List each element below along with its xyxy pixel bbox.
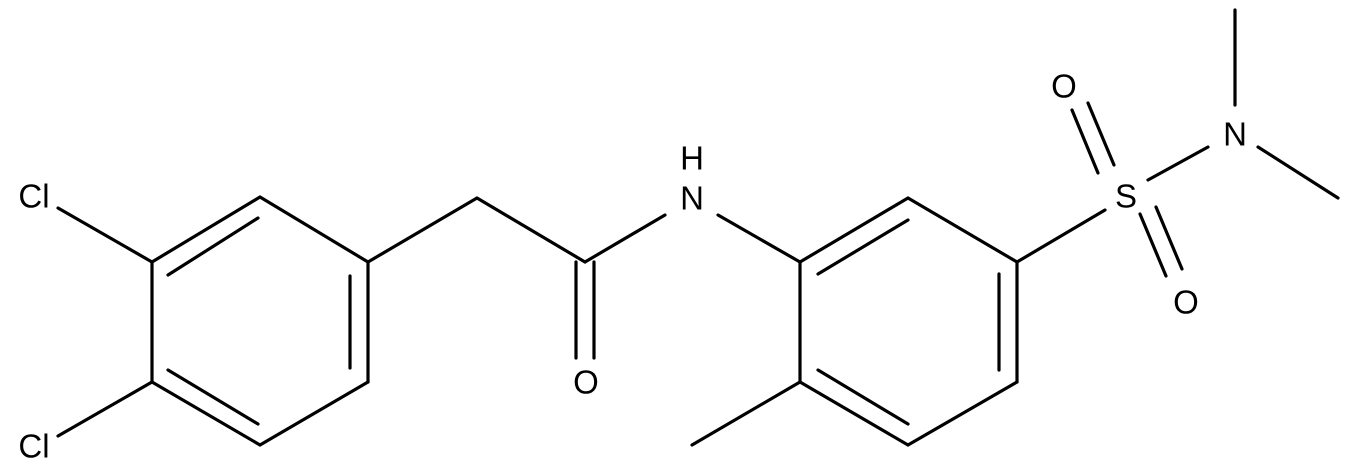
bond (906, 196, 1019, 264)
atom-amine-nitrogen: N (1223, 116, 1247, 153)
bond (150, 195, 262, 264)
bond-ch2 (366, 196, 479, 264)
bond-so-bottom (1138, 212, 1168, 278)
bond (906, 380, 1019, 447)
atom-sulfonyl-oxygen-top: O (1051, 68, 1077, 105)
bond (166, 216, 260, 277)
bond-cl-bottom (56, 380, 154, 438)
bond-cl-top (56, 206, 154, 264)
bond-ch2-co (475, 196, 587, 264)
atom-carbonyl-oxygen: O (573, 364, 599, 401)
bond (258, 195, 370, 264)
bond-so-top (1070, 108, 1100, 175)
dichlorophenyl-ring (150, 195, 370, 447)
bond (798, 380, 910, 447)
bond (816, 218, 910, 276)
bond-so-bottom (1154, 205, 1184, 271)
atom-cl-top: Cl (18, 178, 49, 215)
bond-n-me-right (1256, 145, 1340, 200)
atom-nh-nitrogen: N (680, 180, 704, 217)
atom-sulfonyl-oxygen-bottom: O (1173, 284, 1199, 321)
bond (166, 368, 260, 426)
methylphenyl-ring (798, 196, 1019, 447)
bond (150, 380, 262, 447)
bond (798, 196, 910, 264)
bond-methyl (690, 380, 802, 447)
bond-so-top (1086, 101, 1116, 167)
bond-n-ring (716, 213, 802, 264)
atom-sulfur: S (1115, 178, 1137, 215)
atom-cl-bottom: Cl (18, 428, 49, 465)
bond-s-n (1146, 145, 1210, 182)
bond-co-n (583, 213, 667, 264)
bond-ring-s (1015, 208, 1107, 264)
bond (258, 380, 370, 447)
bond (816, 368, 910, 426)
atom-nh-hydrogen: H (680, 140, 704, 177)
